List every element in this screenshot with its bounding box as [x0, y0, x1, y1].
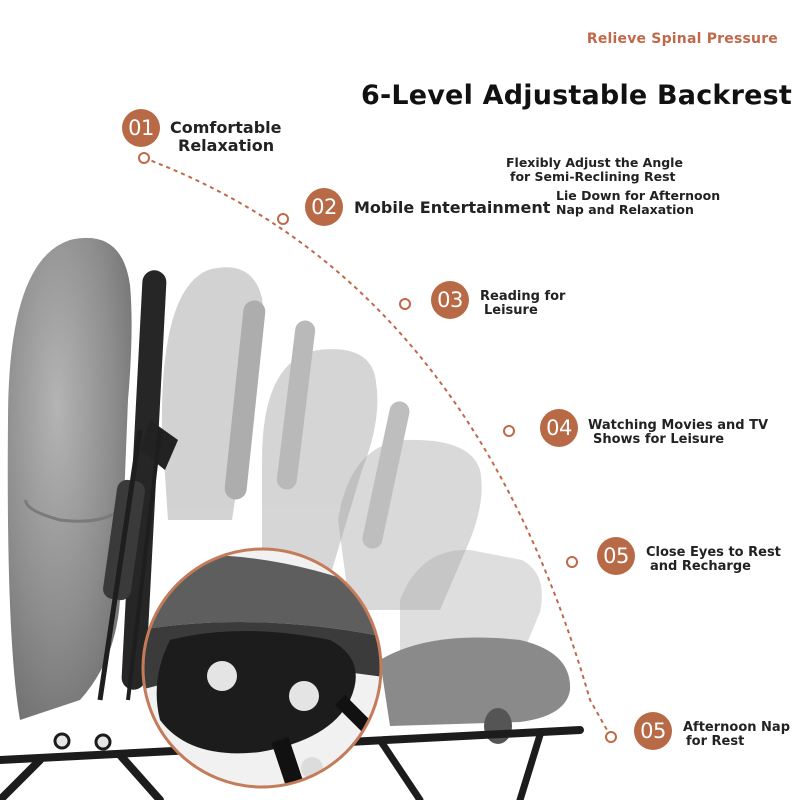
hinge-detail-zoom: [141, 547, 383, 789]
level-label-01-line-1: Comfortable: [170, 118, 282, 137]
level-label-06-line-2: for Rest: [686, 734, 745, 749]
arc-marker-05: [566, 556, 578, 568]
ghost-backrest-level-2: [161, 267, 266, 520]
nap-note-line-1: Lie Down for Afternoon: [556, 188, 721, 203]
level-label-05: Close Eyes to Rest and Recharge: [646, 546, 781, 574]
arc-marker-01: [138, 152, 150, 164]
level-label-04-line-2: Shows for Leisure: [593, 432, 725, 447]
nap-note-line-2: Nap and Relaxation: [556, 202, 694, 217]
ghost-backrest-level-5: [400, 549, 542, 660]
level-label-01-line-2: Relaxation: [178, 136, 275, 155]
level-label-06-line-1: Afternoon Nap: [683, 720, 791, 735]
level-label-03-line-1: Reading for: [480, 289, 566, 304]
level-label-04: Watching Movies and TV Shows for Leisure: [588, 419, 768, 447]
arc-marker-02: [277, 213, 289, 225]
main-backrest: [7, 237, 178, 721]
arc-marker-03: [399, 298, 411, 310]
level-label-06: Afternoon Nap for Rest: [683, 721, 790, 749]
level-badge-01: 01: [122, 109, 160, 147]
level-label-03: Reading for Leisure: [480, 290, 565, 318]
level-label-05-line-2: and Recharge: [650, 559, 751, 574]
arc-marker-04: [503, 425, 515, 437]
ghost-backrest-level-4: [338, 401, 482, 610]
ghost-backrest-level-3: [262, 320, 378, 570]
nap-note: Lie Down for Afternoon Nap and Relaxatio…: [556, 189, 720, 217]
level-label-04-line-1: Watching Movies and TV: [588, 418, 769, 433]
angle-guide-arc: [143, 157, 612, 738]
level-badge-04: 04: [540, 409, 578, 447]
angle-note-line-1: Flexibly Adjust the Angle: [506, 155, 683, 170]
level-label-02: Mobile Entertainment: [354, 198, 551, 217]
level-badge-03: 03: [431, 281, 469, 319]
angle-note-line-2: for Semi-Reclining Rest: [510, 169, 676, 184]
level-badge-02: 02: [305, 188, 343, 226]
arc-marker-06: [605, 731, 617, 743]
level-label-01: Comfortable Relaxation: [170, 119, 281, 155]
tagline: Relieve Spinal Pressure: [586, 31, 778, 47]
angle-note: Flexibly Adjust the Angle for Semi-Recli…: [506, 156, 683, 184]
level-label-05-line-1: Close Eyes to Rest: [646, 545, 781, 560]
headline: 6-Level Adjustable Backrest: [360, 80, 792, 111]
level-badge-05: 05: [597, 537, 635, 575]
level-label-03-line-2: Leisure: [484, 303, 538, 318]
level-badge-06: 05: [634, 712, 672, 750]
